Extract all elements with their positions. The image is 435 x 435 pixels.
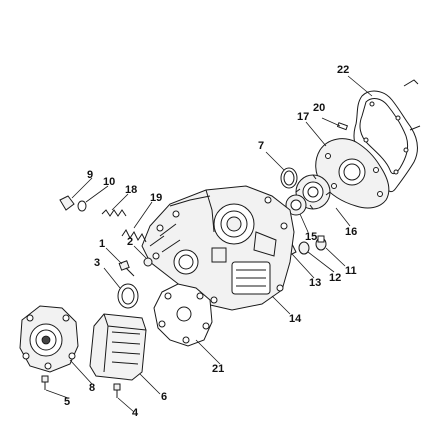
callout-1: 1 [99,238,106,250]
part-16-rear-cover-plate [315,138,390,209]
callout-14: 14 [289,313,302,325]
callout-6: 6 [161,391,168,403]
part-15-gear [285,194,307,216]
callout-5: 5 [64,396,71,408]
callout-8: 8 [89,382,96,394]
part-14-front-cover-housing [141,185,295,311]
part-2-plug [143,257,153,267]
part-4-bolt [113,383,121,398]
callout-2: 2 [127,236,134,248]
callout-12: 12 [329,272,342,284]
part-3-seal-ring [117,283,139,309]
part-9-plug [59,195,75,211]
callout-15: 15 [305,231,318,243]
callout-16: 16 [345,226,358,238]
leader-lines [45,75,373,413]
callout-7: 7 [258,140,265,152]
part-8-water-pump [19,305,79,373]
callout-18: 18 [125,184,138,196]
part-18-spring [101,209,127,217]
callout-10: 10 [103,176,116,188]
callout-13: 13 [309,277,322,289]
part-10-o-ring [77,200,87,212]
part-6-oil-cooler [89,313,147,381]
part-7-seal-ring [280,167,298,189]
callout-11: 11 [345,265,357,277]
callout-17: 17 [297,111,310,123]
part-22-cover-gasket [353,79,421,193]
callout-20: 20 [313,102,326,114]
part-21-gasket [153,283,213,347]
callout-22: 22 [337,64,350,76]
part-12-plug [298,241,310,255]
callout-21: 21 [212,363,225,375]
part-20-dowel-pin [336,122,349,131]
callout-9: 9 [87,169,94,181]
callout-19: 19 [150,192,163,204]
part-11-plug [315,235,327,251]
callout-4: 4 [132,407,139,419]
part-19-spring [121,229,147,243]
part-5-bolt [41,375,49,390]
callout-3: 3 [94,257,101,269]
